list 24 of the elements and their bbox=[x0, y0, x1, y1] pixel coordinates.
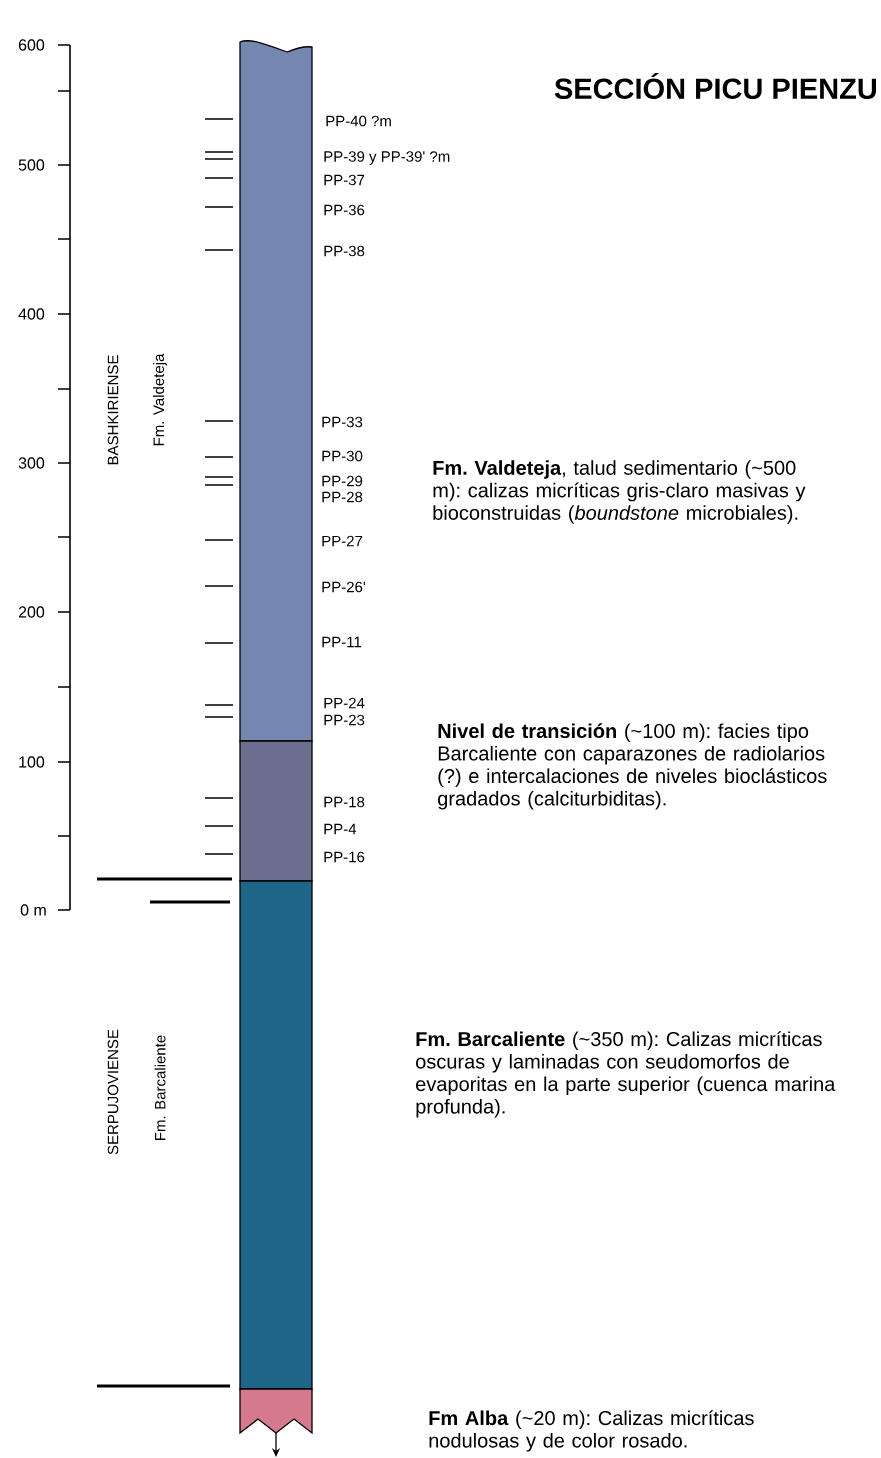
unit-description: Nivel de transición (~100 m): facies tipo Barcaliente con caparazones de radiolarios (?) e intercalaciones de niveles bioclásticos gradados (calciturbiditas). bbox=[438, 723, 827, 810]
section-title: SECCIÓN PICU PIENZU bbox=[554, 73, 876, 99]
unit-name: BASHKIRIENSE bbox=[107, 355, 119, 465]
unit-description: Fm. Barcaliente (~350 m): Calizas micríticas oscuras y laminadas con seudomorfos de evaporitas en la parte superior (cuenca marina profunda). bbox=[416, 1031, 836, 1118]
sample-label: PP-24 bbox=[324, 697, 365, 709]
unit-description: Fm Alba (~20 m): Calizas micríticas nodulosas y de color rosado. bbox=[429, 1410, 754, 1452]
unit-name: SERPUJOVIENSE bbox=[107, 1029, 119, 1155]
rock-unit bbox=[239, 1388, 313, 1435]
rock-unit bbox=[239, 40, 313, 742]
axis-label: 600 bbox=[18, 39, 45, 51]
axis-label: 300 bbox=[18, 457, 45, 469]
axis-label: 200 bbox=[18, 606, 45, 618]
sample-label: PP-23 bbox=[324, 714, 365, 726]
unit-name: Fm. Barcaliente bbox=[154, 1035, 166, 1140]
axis-label: 500 bbox=[18, 159, 45, 171]
axis-label: 0 m bbox=[20, 904, 46, 916]
rock-unit bbox=[239, 880, 313, 1390]
axis-label: 400 bbox=[18, 308, 45, 320]
sample-label: PP-16 bbox=[324, 851, 365, 863]
axis-label: 100 bbox=[19, 756, 45, 768]
sample-label: PP-40 ?m bbox=[326, 115, 391, 127]
unit-name: Fm. Valdeteja bbox=[153, 353, 167, 446]
unit-description: Fm. Valdeteja, talud sedimentario (~500 m): calizas micríticas gris-claro masivas y bioconstruidas (boundstone microbiales). bbox=[433, 460, 806, 524]
rock-unit bbox=[239, 740, 313, 882]
